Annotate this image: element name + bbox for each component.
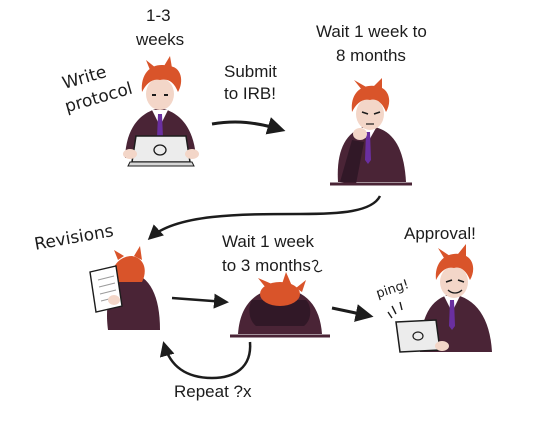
label-wait-second-line1: Wait 1 week bbox=[222, 232, 314, 251]
arrow-icon bbox=[171, 293, 229, 309]
label-wait-second-line2: to 3 months bbox=[222, 256, 311, 275]
character-revisions bbox=[89, 246, 160, 330]
label-submit-line1: Submit bbox=[224, 62, 277, 81]
arrow-icon bbox=[211, 117, 286, 135]
character-waiting-despair bbox=[230, 272, 330, 338]
label-submit-line2: to IRB! bbox=[224, 84, 276, 103]
character-waiting-grumpy bbox=[330, 78, 412, 186]
laptop-icon bbox=[395, 319, 441, 353]
character-approval bbox=[387, 244, 492, 353]
character-writing-protocol bbox=[123, 56, 199, 167]
label-wait-first-line2: 8 months bbox=[336, 46, 406, 65]
label-repeat: Repeat ?x bbox=[174, 382, 252, 401]
arrow-icon bbox=[159, 341, 252, 380]
arrow-icon bbox=[331, 304, 374, 322]
label-approval: Approval! bbox=[404, 224, 476, 243]
paper-icon bbox=[89, 265, 123, 313]
label-wait-first-line1: Wait 1 week to bbox=[316, 22, 427, 41]
label-duration-write-line1: 1-3 bbox=[146, 6, 171, 25]
laptop-icon bbox=[127, 135, 195, 167]
label-duration-write-line2: weeks bbox=[136, 30, 185, 49]
arrow-icon bbox=[147, 195, 382, 241]
